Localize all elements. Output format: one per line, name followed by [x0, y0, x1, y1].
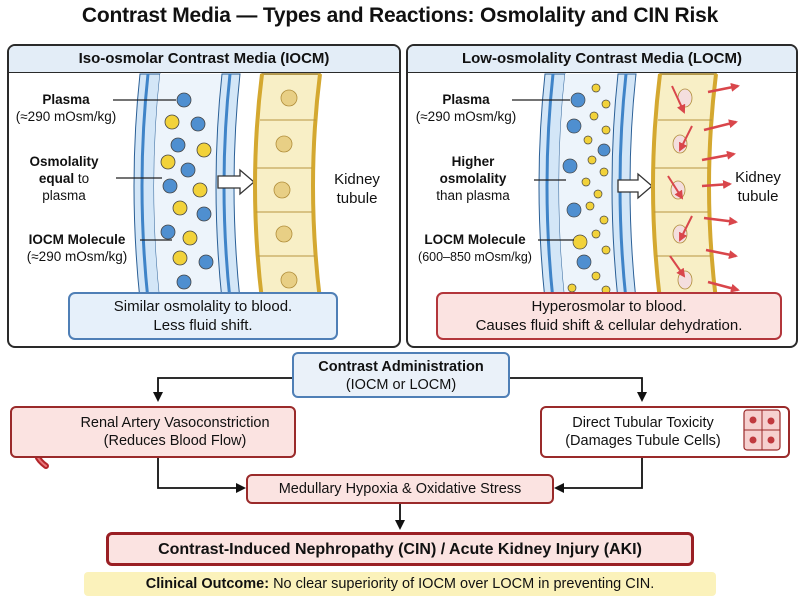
locm-summary-line1: Hyperosmolar to blood. [531, 298, 687, 315]
admin-line2: (IOCM or LOCM) [345, 377, 457, 393]
iocm-osm-bold1: Osmolality [29, 154, 99, 169]
locm-plasma-label: Plasma (≈290 mOsm/kg) [410, 91, 522, 125]
iocm-label-leaders [113, 99, 176, 241]
iocm-molecule-label: IOCM Molecule (≈290 mOsm/kg) [12, 231, 142, 265]
iocm-plasma-value: (≈290 mOsm/kg) [15, 109, 117, 124]
iocm-kidney-tubule [253, 73, 322, 301]
renal-line1: Renal Artery Vasoconstriction [80, 415, 270, 431]
renal-line2: (Reduces Blood Flow) [103, 433, 247, 449]
locm-kidney-label: Kidney tubule [726, 168, 790, 206]
damaged-cells-icon [743, 409, 781, 451]
locm-plasma-value: (≈290 mOsm/kg) [415, 109, 517, 124]
fluid-shift-arrows [667, 82, 740, 293]
iocm-summary-line1: Similar osmolality to blood. [113, 298, 293, 315]
iocm-summary-line2: Less fluid shift. [153, 317, 253, 334]
locm-osm-rest: than plasma [436, 188, 510, 203]
iocm-particles [160, 92, 214, 290]
admin-line1: Contrast Administration [318, 359, 484, 375]
locm-plasma-bold: Plasma [442, 92, 490, 107]
contrast-administration-box: Contrast Administration (IOCM or LOCM) [292, 352, 510, 398]
toxic-line2: (Damages Tubule Cells) [565, 433, 721, 449]
locm-summary: Hyperosmolar to blood. Causes fluid shif… [436, 292, 782, 340]
page-title: Contrast Media — Types and Reactions: Os… [81, 4, 719, 27]
locm-osm-bold1: Higher [451, 154, 495, 169]
outcome-text: Contrast-Induced Nephropathy (CIN) / Acu… [158, 541, 642, 558]
iocm-molecule-bold: IOCM Molecule [28, 232, 126, 247]
clinical-outcome-banner: Clinical Outcome: No clear superiority o… [84, 572, 716, 596]
flow-connectors [153, 377, 647, 530]
tubular-toxicity-box: Direct Tubular Toxicity (Damages Tubule … [540, 406, 790, 458]
renal-vasoconstriction-box: Renal Artery Vasoconstriction (Reduces B… [10, 406, 296, 458]
cin-aki-outcome-box: Contrast-Induced Nephropathy (CIN) / Acu… [106, 532, 694, 566]
locm-osm-bold2: osmolality [439, 171, 507, 186]
locm-kidney-line1: Kidney [735, 169, 781, 186]
iocm-osmolality-label: Osmolality equal to plasma [14, 153, 114, 204]
locm-label-leaders [512, 99, 574, 241]
locm-hollow-arrow-icon [617, 172, 653, 200]
iocm-molecule-value: (≈290 mOsm/kg) [26, 249, 128, 264]
iocm-kidney-label: Kidney tubule [322, 170, 392, 208]
clinical-label: Clinical Outcome: [145, 576, 270, 592]
locm-molecule-value: (600–850 mOsm/kg) [418, 250, 532, 264]
locm-panel-header: Low-osmolality Contrast Media (LOCM) [408, 46, 796, 73]
iocm-kidney-line1: Kidney [334, 171, 380, 188]
iocm-osm-plasma: plasma [42, 188, 86, 203]
iocm-osm-to: to [77, 171, 90, 186]
iocm-osm-bold2: equal [38, 171, 75, 186]
locm-molecule-label: LOCM Molecule (600–850 mOsm/kg) [408, 231, 542, 266]
iocm-hollow-arrow-icon [217, 168, 255, 196]
locm-osmolality-label: Higher osmolality than plasma [418, 153, 528, 204]
locm-kidney-line2: tubule [737, 188, 779, 205]
locm-summary-line2: Causes fluid shift & cellular dehydratio… [475, 317, 743, 334]
iocm-plasma-label: Plasma (≈290 mOsm/kg) [10, 91, 122, 125]
clinical-text: No clear superiority of IOCM over LOCM i… [273, 576, 655, 592]
iocm-plasma-bold: Plasma [42, 92, 90, 107]
iocm-summary: Similar osmolality to blood. Less fluid … [68, 292, 338, 340]
iocm-panel-header: Iso-osmolar Contrast Media (IOCM) [9, 46, 399, 73]
hypoxia-text: Medullary Hypoxia & Oxidative Stress [278, 481, 522, 497]
iocm-kidney-line2: tubule [336, 190, 378, 207]
locm-kidney-tubule [651, 73, 718, 301]
toxic-line1: Direct Tubular Toxicity [572, 415, 714, 431]
medullary-hypoxia-box: Medullary Hypoxia & Oxidative Stress [246, 474, 554, 504]
locm-molecule-bold: LOCM Molecule [424, 232, 526, 247]
locm-particles [562, 83, 611, 295]
